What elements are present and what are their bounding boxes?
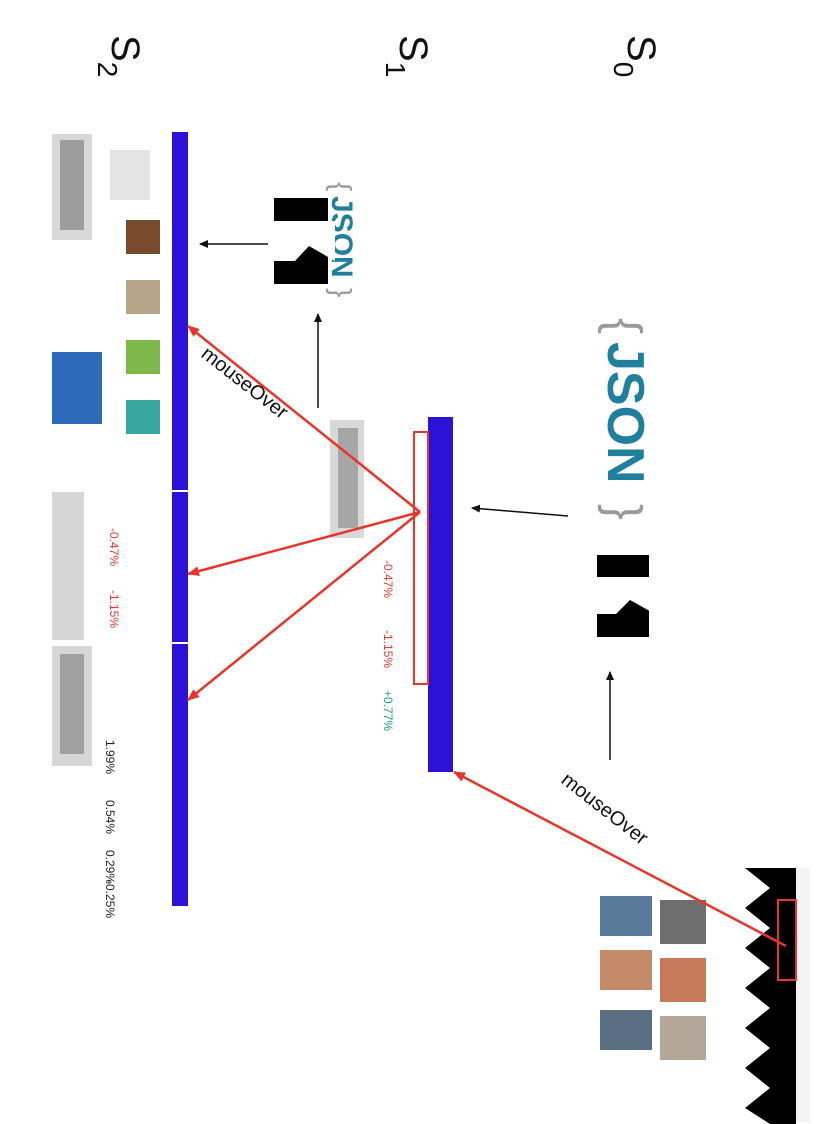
- ticker-s1-1: -1.15%: [381, 630, 395, 668]
- event-label-s0: mouseOver: [557, 769, 652, 850]
- ticker-s2c-1: 0.54%: [103, 800, 117, 834]
- svg-text:}: }: [326, 288, 357, 297]
- state-label-s2: S2: [92, 35, 147, 77]
- screenshot-s2-b: -0.47% -1.15%: [50, 492, 188, 642]
- ticker-s1-2: +0.77%: [381, 690, 395, 731]
- state-label-s1: S1: [380, 35, 435, 77]
- ticker-s1-0: -0.47%: [381, 560, 395, 598]
- svg-text:{: {: [326, 182, 357, 191]
- ticker-s2c-3: -0.25%: [103, 880, 117, 918]
- event-label-s1: mouseOver: [197, 343, 292, 424]
- json-data-icon-large: { JSON }: [596, 318, 654, 520]
- screenshot-s0: [420, 864, 810, 1124]
- arrow-bundle-to-s1: [472, 508, 568, 516]
- ticker-s2b-1: -1.15%: [107, 590, 121, 628]
- svg-text:{: {: [597, 318, 650, 334]
- ticker-s2b-0: -0.47%: [107, 528, 121, 566]
- state-label-s0: S0: [608, 35, 663, 77]
- screenshot-s2-a: [50, 132, 188, 490]
- screenshot-s2-c: 1.99% 0.54% 0.29% -0.25%: [50, 644, 188, 918]
- image-icon-small: [265, 198, 335, 284]
- json-label-large: JSON: [596, 342, 654, 484]
- screenshot-s1: -0.47% -1.15% +0.77%: [328, 417, 453, 772]
- ticker-s2c-0: 1.99%: [103, 740, 117, 774]
- svg-text:}: }: [597, 504, 650, 520]
- image-icon-large: [588, 555, 655, 637]
